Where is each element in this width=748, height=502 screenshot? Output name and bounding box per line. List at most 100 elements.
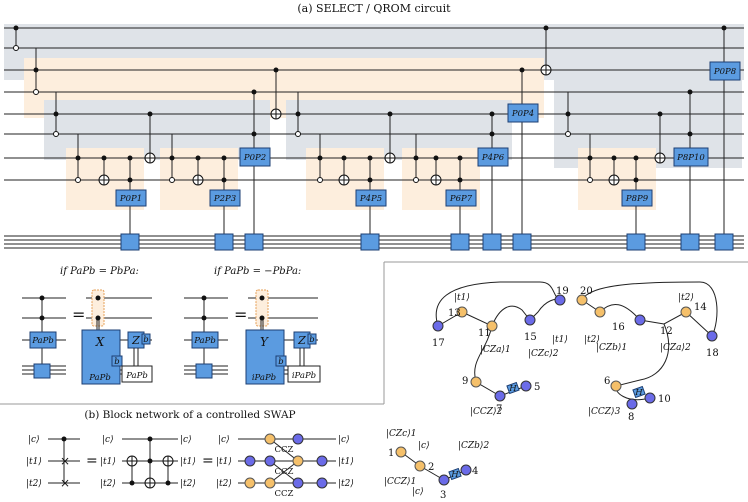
svg-text:|t2⟩: |t2⟩ — [584, 335, 600, 345]
svg-text:×: × — [60, 454, 70, 468]
qrom-register-boxes — [120, 233, 734, 251]
svg-text:|t1⟩: |t1⟩ — [180, 457, 196, 467]
box-P4P6: P4P6 — [481, 153, 505, 163]
svg-text:|c⟩: |c⟩ — [338, 435, 350, 445]
svg-text:=: = — [72, 305, 85, 324]
svg-text:H: H — [450, 470, 459, 480]
block-network: H H |t1⟩ |t1⟩ |t2⟩ |t2⟩ |CZa⟩1 |CCZ⟩2 |C… — [432, 281, 719, 423]
box-P0P8: P0P8 — [713, 67, 737, 77]
qrom-bands — [4, 24, 744, 210]
svg-text:b: b — [309, 335, 314, 345]
commute-box-bottom-left: PaPb — [88, 373, 111, 383]
svg-text:9: 9 — [462, 376, 468, 387]
svg-text:|c⟩: |c⟩ — [218, 435, 230, 445]
svg-text:4: 4 — [472, 466, 478, 477]
svg-text:8: 8 — [628, 412, 634, 423]
anti-box-bottom-right: iPaPb — [292, 371, 316, 381]
box-P8P9: P8P9 — [625, 194, 649, 204]
svg-text:14: 14 — [694, 302, 707, 313]
svg-text:b: b — [114, 357, 119, 367]
svg-text:|t1⟩: |t1⟩ — [552, 335, 568, 345]
svg-text:|t2⟩: |t2⟩ — [678, 293, 694, 303]
svg-text:|CCZ⟩3: |CCZ⟩3 — [588, 407, 621, 417]
svg-text:|t2⟩: |t2⟩ — [180, 479, 196, 489]
anti-box-bottom-left: iPaPb — [252, 373, 276, 383]
svg-text:H: H — [508, 384, 517, 394]
commute-box-Z: Z — [131, 334, 140, 347]
svg-text:19: 19 — [556, 286, 569, 297]
qrom-pauli-boxes: P0P8 P0P4 P0P2 P8P10 P4P6 P0P1 P2P3 P4P5… — [115, 61, 741, 207]
swap-circuit: |c⟩ |t1⟩ |t2⟩ × × = |c⟩ |t1⟩ |t2⟩ |c⟩ |t… — [26, 433, 354, 499]
qrom-control-dots — [13, 25, 727, 183]
svg-text:|CZa⟩2: |CZa⟩2 — [660, 343, 691, 353]
svg-text:2: 2 — [428, 462, 434, 473]
svg-text:|CZa⟩1: |CZa⟩1 — [480, 345, 511, 355]
svg-text:b: b — [143, 335, 148, 345]
svg-text:|c⟩: |c⟩ — [412, 487, 424, 497]
svg-text:7: 7 — [496, 404, 502, 415]
svg-text:=: = — [234, 305, 247, 324]
ccz-label-1: CCZ — [275, 445, 294, 455]
svg-text:|t1⟩: |t1⟩ — [454, 293, 470, 303]
svg-text:|t1⟩: |t1⟩ — [26, 457, 42, 467]
svg-text:|CZc⟩1: |CZc⟩1 — [386, 429, 416, 439]
svg-text:=: = — [86, 453, 98, 469]
svg-text:|t2⟩: |t2⟩ — [100, 479, 116, 489]
svg-text:|t2⟩: |t2⟩ — [338, 479, 354, 489]
ccz-label-3: CCZ — [275, 489, 294, 499]
qrom-open-controls — [13, 45, 593, 183]
svg-text:|c⟩: |c⟩ — [28, 435, 40, 445]
svg-text:6: 6 — [604, 376, 610, 387]
commute-rule: PaPb = X PaPb b Z b PaPb — [22, 289, 153, 385]
box-P0P2: P0P2 — [243, 153, 266, 163]
svg-text:|c⟩: |c⟩ — [418, 441, 430, 451]
svg-text:|t1⟩: |t1⟩ — [338, 457, 354, 467]
svg-text:|CCZ⟩2: |CCZ⟩2 — [470, 407, 503, 417]
svg-text:17: 17 — [432, 338, 445, 349]
svg-text:|CZb⟩1: |CZb⟩1 — [596, 343, 627, 353]
anti-box-Z: Z — [297, 334, 306, 347]
svg-text:=: = — [202, 453, 214, 469]
qrom-cnot-targets — [98, 64, 666, 186]
svg-text:15: 15 — [524, 332, 537, 343]
svg-text:18: 18 — [706, 348, 719, 359]
svg-text:|CCZ⟩1: |CCZ⟩1 — [384, 477, 416, 487]
box-P4P5: P4P5 — [359, 194, 382, 204]
anti-box-left: PaPb — [193, 336, 216, 346]
anticommute-title: if PaPb = −PbPa: — [214, 266, 301, 277]
box-P8P10: P8P10 — [676, 153, 705, 163]
panel-frame — [0, 261, 748, 405]
box-P2P3: P2P3 — [213, 194, 236, 204]
svg-text:13: 13 — [448, 308, 461, 319]
svg-text:12: 12 — [660, 326, 673, 337]
figure-title: (a) SELECT / QROM circuit — [297, 2, 451, 15]
svg-text:|t1⟩: |t1⟩ — [216, 457, 232, 467]
svg-text:b: b — [278, 357, 283, 367]
svg-text:10: 10 — [658, 394, 671, 405]
anti-box-Y: Y — [260, 335, 269, 349]
svg-text:11: 11 — [478, 328, 491, 339]
svg-text:3: 3 — [440, 490, 446, 501]
box-P6P7: P6P7 — [449, 194, 473, 204]
swap-caption: (b) Block network of a controlled SWAP — [84, 409, 295, 421]
commute-box-X: X — [95, 335, 105, 349]
ccz-label-2: CCZ — [275, 467, 294, 477]
svg-text:1: 1 — [388, 448, 394, 459]
svg-text:|t2⟩: |t2⟩ — [216, 479, 232, 489]
box-P0P4: P0P4 — [511, 109, 534, 119]
svg-text:H: H — [634, 388, 643, 398]
anticommute-rule: PaPb = Y iPaPb b Z b iPaPb — [184, 289, 321, 385]
box-P0P1: P0P1 — [119, 194, 142, 204]
svg-text:|t2⟩: |t2⟩ — [26, 479, 42, 489]
svg-text:|CZb⟩2: |CZb⟩2 — [458, 441, 489, 451]
network-nodes — [432, 294, 718, 410]
svg-text:|c⟩: |c⟩ — [102, 435, 114, 445]
svg-text:×: × — [60, 476, 70, 490]
svg-text:16: 16 — [612, 322, 625, 333]
svg-text:|c⟩: |c⟩ — [180, 435, 192, 445]
commute-box-left: PaPb — [31, 336, 54, 346]
svg-text:|CZc⟩2: |CZc⟩2 — [528, 349, 559, 359]
commute-title: if PaPb = PbPa: — [60, 266, 139, 277]
commute-box-bottom-right: PaPb — [125, 371, 148, 381]
